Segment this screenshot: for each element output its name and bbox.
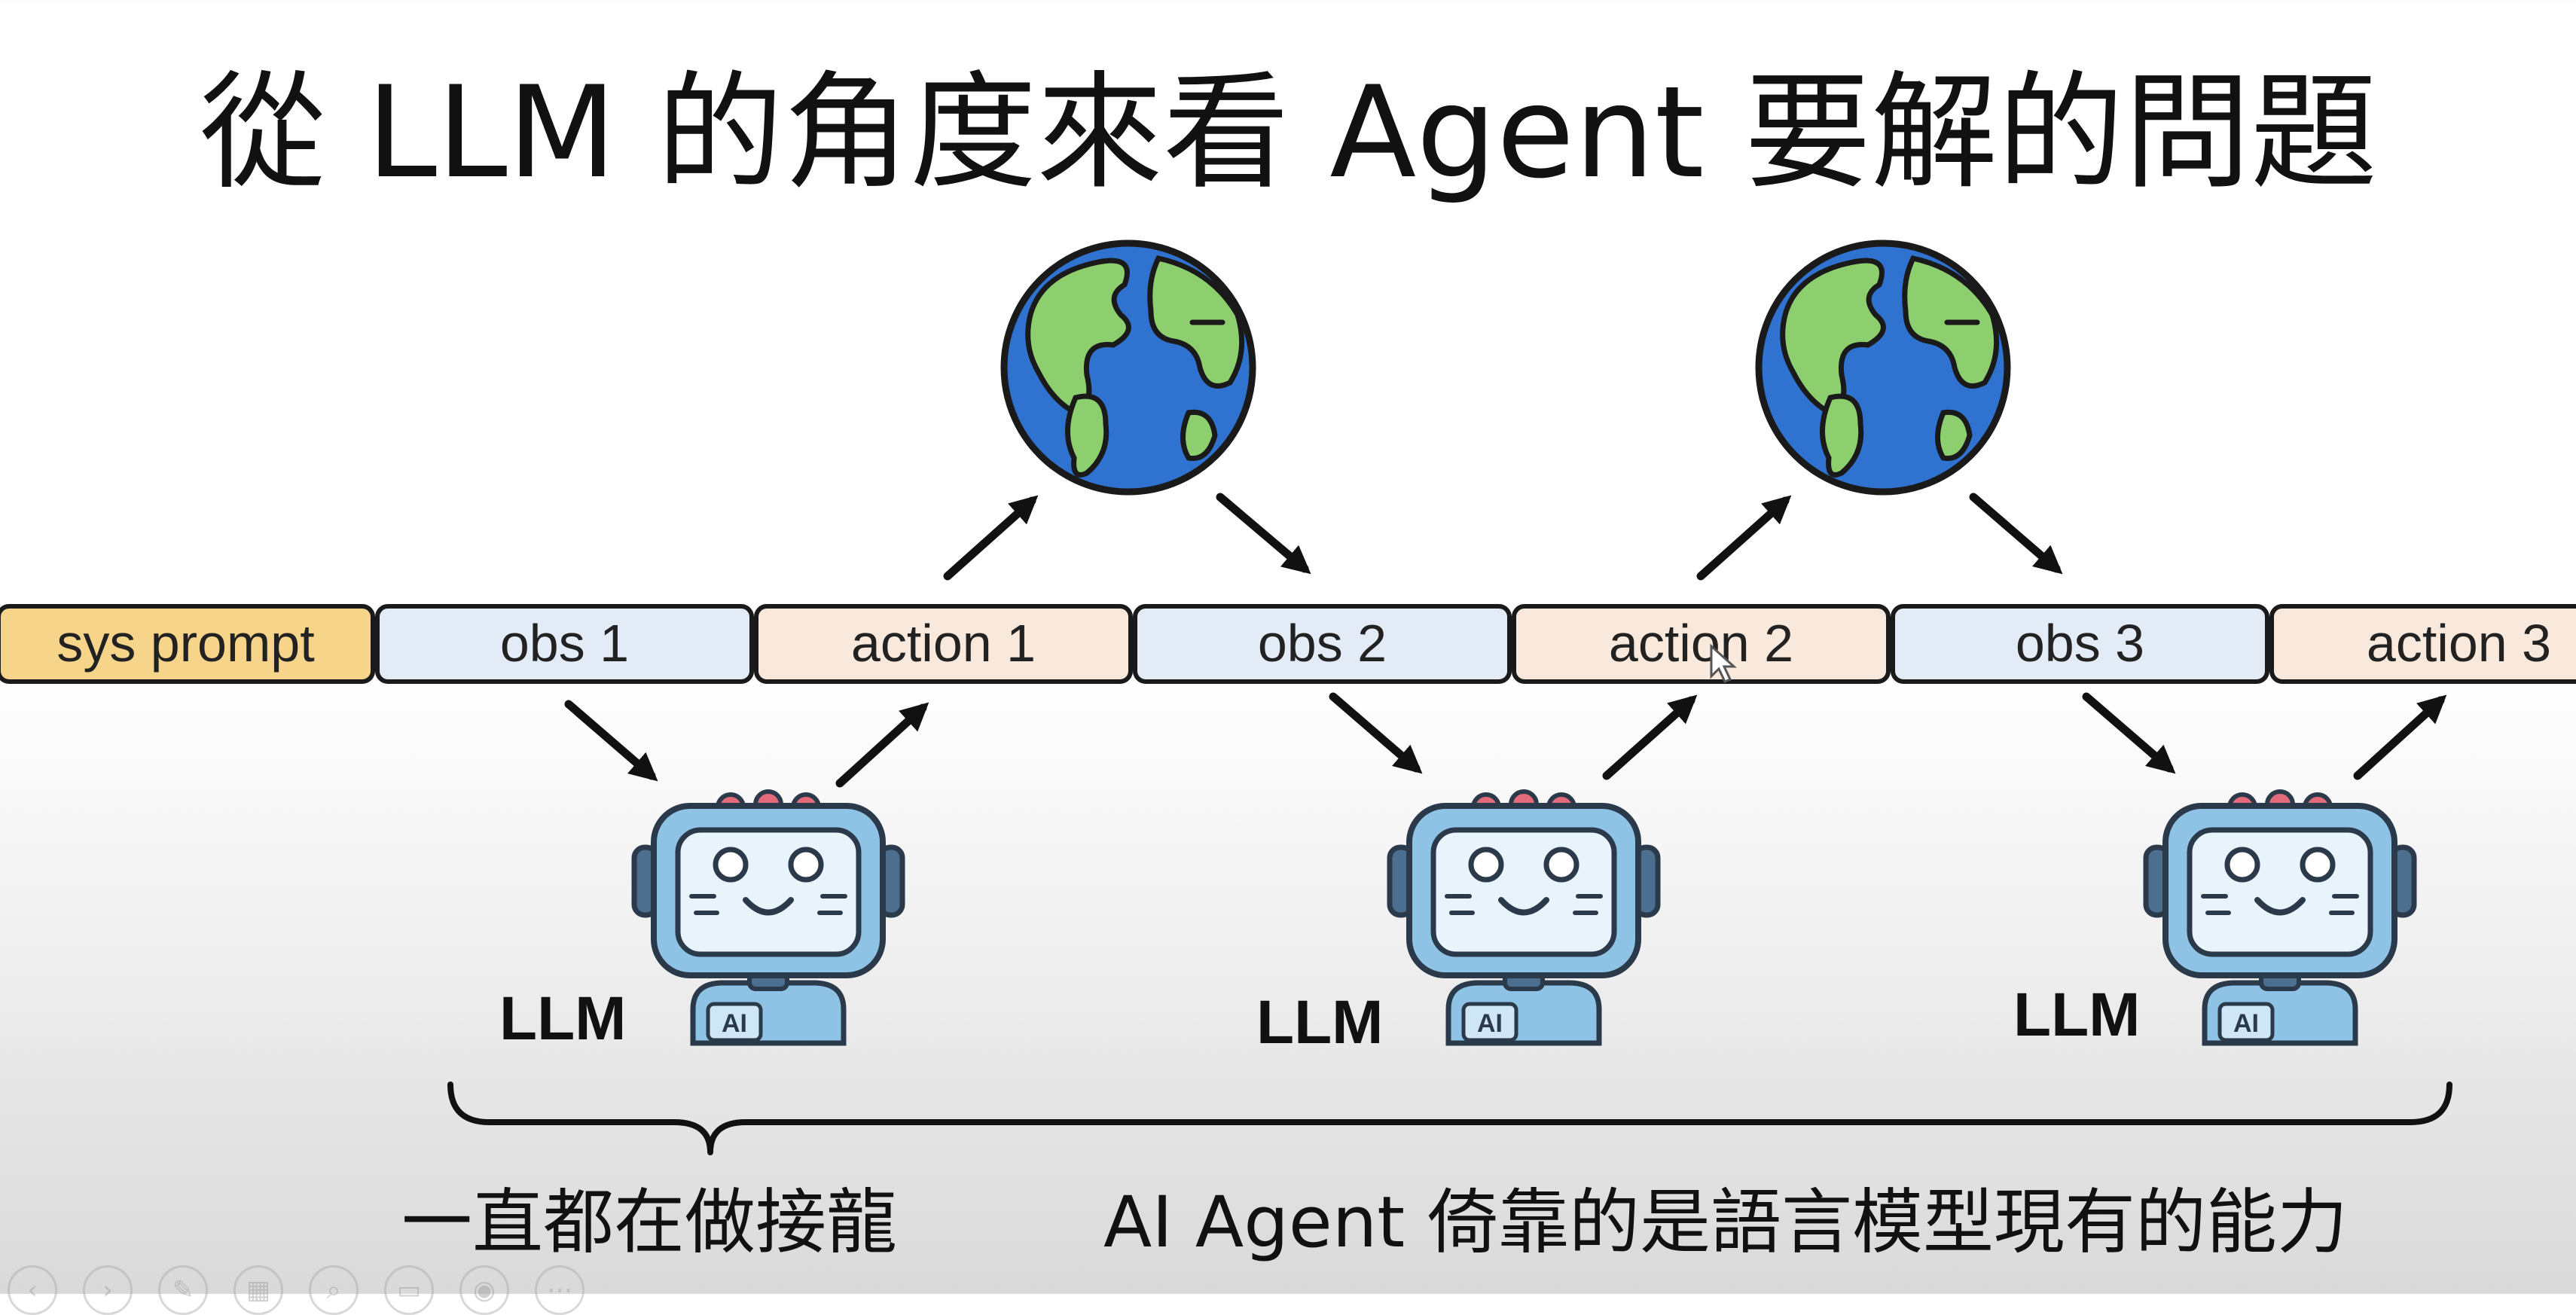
arrow-icon — [1696, 495, 1792, 581]
robot-icon — [1390, 792, 1658, 1043]
sequence-segment-action: action 1 — [754, 604, 1133, 684]
sequence-segment-action: action 2 — [1512, 604, 1891, 684]
sequence-label: action 2 — [1609, 614, 1793, 673]
sequence-segment-obs: obs 2 — [1133, 604, 1512, 684]
sequence-label: sys prompt — [56, 614, 314, 673]
arrow-icon — [2353, 694, 2447, 780]
pen-icon[interactable]: ✎ — [158, 1265, 208, 1315]
subtitle-icon[interactable]: ▭ — [384, 1265, 434, 1315]
slide-toolbar: ‹ › ✎ ▦ ⌕ ▭ ◉ ⋯ — [8, 1265, 584, 1315]
arrow-icon — [1216, 493, 1311, 575]
sequence-label: action 3 — [2367, 614, 2551, 673]
arrow-icon — [2082, 692, 2176, 774]
zoom-icon[interactable]: ⌕ — [309, 1265, 359, 1315]
arrow-icon — [943, 495, 1039, 581]
sequence-segment-obs: obs 3 — [1891, 604, 2269, 684]
next-slide-button[interactable]: › — [83, 1265, 133, 1315]
slide-title: 從 LLM 的角度來看 Agent 要解的問題 — [200, 59, 2378, 206]
llm-label: LLM — [1256, 988, 1383, 1057]
globe-icon — [1004, 243, 1253, 492]
camera-icon[interactable]: ◉ — [459, 1265, 509, 1315]
arrow-icon — [1602, 694, 1698, 780]
sequence-segment-action: action 3 — [2269, 604, 2576, 684]
arrow-icon — [564, 700, 658, 782]
sequence-label: obs 3 — [2016, 614, 2144, 673]
prev-slide-button[interactable]: ‹ — [8, 1265, 57, 1315]
grid-view-icon[interactable]: ▦ — [233, 1265, 283, 1315]
globe-icon — [1759, 243, 2007, 492]
arrow-icon — [1329, 692, 1423, 774]
caption-left: 一直都在做接龍 — [401, 1182, 897, 1264]
sequence-label: obs 1 — [500, 614, 629, 673]
sequence-label: action 1 — [851, 614, 1036, 673]
llm-label: LLM — [499, 984, 626, 1053]
more-options-icon[interactable]: ⋯ — [535, 1265, 584, 1315]
llm-label: LLM — [2013, 981, 2140, 1049]
robot-icon — [2146, 792, 2414, 1043]
caption-right: AI Agent 倚靠的是語言模型現有的能力 — [1103, 1182, 2348, 1264]
sequence-label: obs 2 — [1258, 614, 1387, 673]
robot-icon — [634, 792, 902, 1043]
arrow-icon — [835, 702, 929, 788]
sequence-segment-obs: obs 1 — [375, 604, 754, 684]
token-sequence: sys prompt obs 1 action 1 obs 2 action 2 obs … — [0, 604, 2576, 684]
arrow-icon — [1969, 493, 2063, 575]
mouse-cursor-icon — [1710, 643, 1737, 683]
brace — [447, 1082, 2452, 1155]
sequence-segment-sys: sys prompt — [0, 604, 375, 684]
